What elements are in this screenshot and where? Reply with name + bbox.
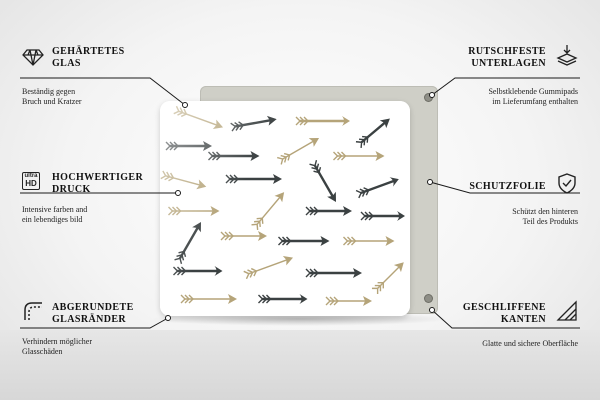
feature-non-slip-desc: Selbstklebende Gummipads im Lieferumfang… — [398, 84, 578, 107]
feature-title: UNTERLAGEN — [471, 58, 546, 69]
feature-hardened-glass: GEHÄRTETES GLAS — [52, 46, 232, 70]
feature-description: Selbstklebende Gummipads — [488, 87, 578, 96]
hd-icon-label: HD — [25, 179, 37, 188]
feature-rounded-edges-desc: Verhindern möglicher Glasschäden — [22, 334, 202, 357]
callout-dot — [427, 179, 433, 185]
feature-polished-edges: GESCHLIFFENE KANTEN — [366, 302, 546, 326]
callout-line-film — [429, 181, 580, 194]
shield-check-icon — [556, 172, 578, 194]
feature-description: Schützt den hinteren — [512, 207, 578, 216]
feature-description: Verhindern möglicher — [22, 337, 92, 346]
feature-print-desc: Intensive farben and ein lebendiges bild — [22, 202, 202, 225]
feature-title: GESCHLIFFENE — [462, 302, 546, 313]
feature-title: DRUCK — [52, 184, 91, 195]
feature-protective-film-desc: Schützt den hinteren Teil des Produkts — [398, 204, 578, 227]
callout-line-nonslip — [431, 77, 580, 96]
callout-dot — [175, 190, 181, 196]
feature-title: GEHÄRTETES — [52, 46, 125, 57]
feature-description: im Lieferumfang enthalten — [492, 97, 578, 106]
feature-title: ABGERUNDETE — [52, 302, 134, 313]
feature-print: HOCHWERTIGER DRUCK — [52, 172, 232, 196]
feature-title: HOCHWERTIGER — [52, 172, 144, 183]
feature-protective-film: SCHUTZFOLIE — [366, 181, 546, 193]
feature-description: Bruch und Kratzer — [22, 97, 82, 106]
callout-dot — [429, 307, 435, 313]
callout-dot — [429, 92, 435, 98]
feature-description: Beständig gegen — [22, 87, 76, 96]
layers-arrow-icon — [556, 44, 578, 66]
mount-pin — [425, 94, 432, 101]
floor — [0, 330, 600, 400]
feature-description: Glatte und sichere Oberfläche — [482, 339, 578, 348]
feature-polished-edges-desc: Glatte und sichere Oberfläche — [398, 336, 578, 349]
feature-hardened-glass-desc: Beständig gegen Bruch und Kratzer — [22, 84, 202, 107]
feature-title: RUTSCHFESTE — [468, 46, 546, 57]
feature-description: Teil des Produkts — [522, 217, 578, 226]
rounded-corner-icon — [22, 300, 44, 322]
feature-title: SCHUTZFOLIE — [469, 181, 546, 192]
diamond-icon — [22, 45, 44, 67]
feature-title: GLAS — [52, 58, 81, 69]
callout-line-kanten — [431, 309, 580, 329]
hd-icon-label: ultra — [24, 173, 38, 179]
feature-description: Intensive farben and — [22, 205, 88, 214]
feature-rounded-edges: ABGERUNDETE GLASRÄNDER — [52, 302, 232, 326]
feature-description: ein lebendiges bild — [22, 215, 83, 224]
feature-non-slip: RUTSCHFESTE UNTERLAGEN — [366, 46, 546, 70]
callout-dot — [165, 315, 171, 321]
callout-line-edges — [20, 317, 169, 329]
hd-icon: ultra HD — [22, 172, 40, 190]
feature-title: GLASRÄNDER — [52, 314, 127, 325]
callout-line-glass — [20, 77, 186, 106]
mount-pin — [425, 295, 432, 302]
callout-dot — [182, 102, 188, 108]
feature-title: KANTEN — [500, 314, 546, 325]
feature-description: Glasschäden — [22, 347, 63, 356]
polished-edge-icon — [556, 300, 578, 322]
